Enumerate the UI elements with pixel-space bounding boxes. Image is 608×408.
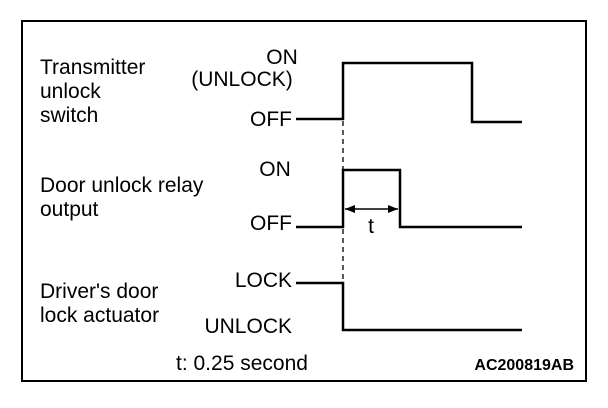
signal-3-waveform (296, 281, 522, 332)
interval-arrow-right-icon (388, 205, 398, 213)
signal-1-name-line-3: switch (40, 104, 98, 127)
interval-label: t (368, 215, 374, 238)
signal-2-name-line-1: Door unlock relay (40, 174, 204, 197)
signal-3-low-label: UNLOCK (204, 315, 292, 338)
interval-arrow-left-icon (345, 205, 355, 213)
signal-2-low-label: OFF (250, 212, 292, 235)
signal-1-name-line-2: unlock (40, 80, 101, 103)
signal-3-high-label: LOCK (235, 269, 292, 292)
signal-1-high-label-sub: (UNLOCK) (191, 68, 293, 91)
signal-1-waveform (296, 61, 522, 124)
signal-3-name-line-1: Driver's door (40, 280, 158, 303)
signal-2-waveform (296, 168, 522, 229)
signal-2-name-line-2: output (40, 198, 99, 221)
signal-2-high-label: ON (259, 158, 291, 181)
signal-1-high-label: ON (266, 46, 298, 69)
signal-1-low-label: OFF (250, 108, 292, 131)
footnote: t: 0.25 second (176, 352, 308, 375)
diagram-frame (21, 20, 587, 382)
signal-3-name-line-2: lock actuator (40, 304, 159, 327)
figure-code: AC200819AB (474, 357, 574, 374)
signal-1-name-line-1: Transmitter (40, 56, 145, 79)
